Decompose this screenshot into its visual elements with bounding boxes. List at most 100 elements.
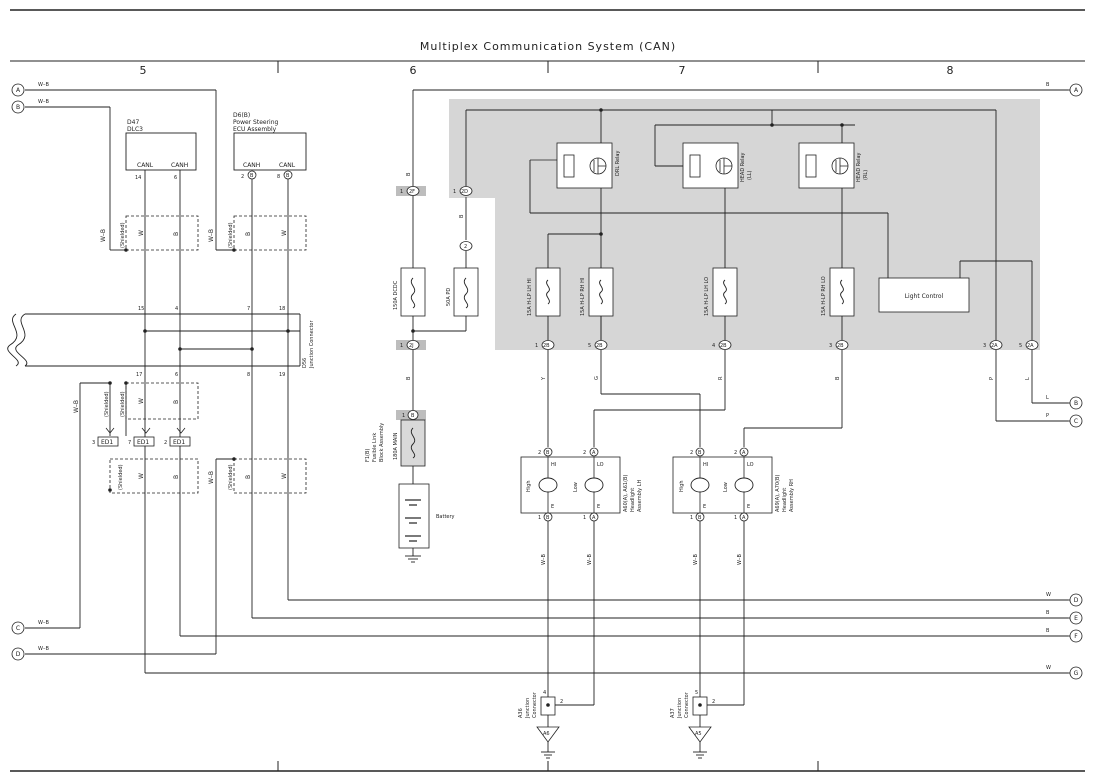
conn-2a-5: 2A — [1027, 343, 1034, 349]
hl-rh-low: Low — [723, 482, 729, 492]
hl-lh-hi: HI — [551, 462, 556, 468]
left-a-wire: W–B — [38, 82, 49, 88]
right-c-wire: P — [1046, 413, 1049, 419]
wire-p-1: P — [989, 377, 995, 380]
battery-cells — [405, 499, 421, 542]
light-control-label: Light Control — [905, 293, 944, 300]
shielded-label-2: (Shielded) — [228, 222, 234, 248]
headlight-internal-wires — [547, 457, 745, 513]
conn-2b-5-pin: 5 — [588, 343, 591, 349]
conn-2b-4: 2B — [720, 343, 727, 349]
a37-name1: Junction — [677, 698, 683, 719]
right-connector-c: C — [1074, 418, 1078, 425]
wire-wb-7: W–B — [693, 554, 699, 565]
wire-b-9: B — [835, 376, 841, 380]
d56-pin-17: 17 — [136, 372, 142, 378]
hl-rh-e2: E — [747, 504, 750, 510]
fuse-main-label: 180A MAIN — [393, 432, 399, 460]
a37-name2: Connector — [684, 691, 690, 718]
hl-lh-lo: LO — [597, 462, 604, 468]
d47-pin-6: 6 — [174, 175, 177, 181]
head-ll-relay-sub: (LL) — [747, 170, 753, 180]
right-f-wire: B — [1046, 628, 1050, 634]
shielded-label-3: (Shielded) — [104, 391, 110, 417]
hl-lh-e1: E — [551, 504, 554, 510]
d56-pin-7: 7 — [247, 306, 250, 312]
a37-code: A37 — [670, 708, 676, 718]
a36-code: A36 — [518, 708, 524, 718]
d6-pin-2: 2 — [241, 174, 244, 180]
hl-lh-high: High — [526, 481, 532, 493]
right-connector-e: E — [1074, 615, 1078, 622]
relay-fets — [530, 158, 848, 174]
battery-ground — [405, 555, 421, 563]
d56-pin-6: 6 — [175, 372, 178, 378]
ground-a6: A6 — [543, 731, 550, 737]
page-title: Multiplex Communication System (CAN) — [420, 40, 676, 53]
hl-rh-p2-top-l: 2 — [690, 450, 693, 456]
a36-pin-2: 2 — [560, 699, 563, 705]
hl-lh-e2: E — [597, 504, 600, 510]
hl-lh-p2-top-l: 2 — [538, 450, 541, 456]
d56-name: Junction Connector — [309, 320, 315, 369]
wire-w-4: W — [138, 473, 145, 479]
wire-wb-8: W–B — [737, 554, 743, 565]
d47-code: D47 — [127, 119, 139, 126]
wire-wb-5: W–B — [541, 554, 547, 565]
column-number-7: 7 — [679, 64, 686, 77]
d56-dots — [108, 248, 290, 492]
column-number-5: 5 — [140, 64, 147, 77]
jb-conn-circles — [406, 186, 1039, 420]
wire-b-2: B — [245, 232, 252, 236]
hl-lh-name2: Assembly LH — [637, 480, 643, 512]
headlight-boxes — [520, 456, 773, 514]
a36-pin-4: 4 — [543, 690, 546, 696]
left-wires — [25, 89, 1068, 674]
battery-label: Battery — [436, 514, 455, 520]
conn-2a-3-pin: 3 — [983, 343, 986, 349]
wire-wb-1: W–B — [100, 229, 107, 242]
conn-2b-5: 2B — [596, 343, 603, 349]
conn-2d: 2D — [461, 189, 468, 195]
wire-b-5: B — [245, 475, 252, 479]
d56-pin-19: 19 — [279, 372, 285, 378]
hl-rh-hi: HI — [703, 462, 708, 468]
wire-g: G — [594, 376, 600, 380]
column-number-8: 8 — [947, 64, 954, 77]
d6-pin-8: 8 — [277, 174, 280, 180]
wire-b-8: B — [406, 376, 412, 380]
conn-2j-pin: 1 — [400, 343, 403, 349]
hl-rh-pin-top-b: B — [698, 450, 702, 456]
wire-wb-6: W–B — [587, 554, 593, 565]
ed1-label-2: ED1 — [137, 439, 149, 446]
hl-lh-p1-bot-l: 1 — [538, 515, 541, 521]
d6-name2: ECU Assembly — [233, 126, 277, 133]
d6-pin-canl: CANL — [279, 162, 296, 169]
ed1-pin-3: 3 — [92, 440, 95, 446]
head-rl-relay-sub: (RL) — [863, 170, 869, 180]
conn-2b-3-pin: 3 — [829, 343, 832, 349]
conn-2a-5-pin: 5 — [1019, 343, 1022, 349]
hl-lh-name1: Headlight — [630, 488, 636, 512]
hl-rh-code: A69(A), A70(B) — [775, 475, 781, 512]
hl-lh-p1-bot-r: 1 — [583, 515, 586, 521]
left-connector-b: B — [16, 104, 20, 111]
conn-2f: 2F — [409, 189, 415, 195]
hl-lh-p2-top-r: 2 — [583, 450, 586, 456]
conn-f1-b: B — [411, 413, 415, 419]
shielded-label-6: (Shielded) — [228, 464, 234, 490]
hl-rh-name2: Assembly RH — [789, 479, 795, 512]
conn-2b-3: 2B — [837, 343, 844, 349]
headlight-pin-circles — [543, 447, 749, 522]
d47-name: DLC3 — [127, 126, 143, 133]
fuse-elements — [410, 277, 844, 459]
conn-2: 2 — [464, 244, 467, 250]
fusible-code: F1(B) — [365, 449, 371, 462]
d6-conn-b-left-label: B — [250, 173, 254, 179]
column-number-6: 6 — [410, 64, 417, 77]
hl-rh-p1-bot-l: 1 — [690, 515, 693, 521]
d56-pin-8: 8 — [247, 372, 250, 378]
hl-rh-lo: LO — [747, 462, 754, 468]
d6-name1: Power Steering — [233, 119, 279, 126]
conn-2f-pin: 1 — [400, 189, 403, 195]
